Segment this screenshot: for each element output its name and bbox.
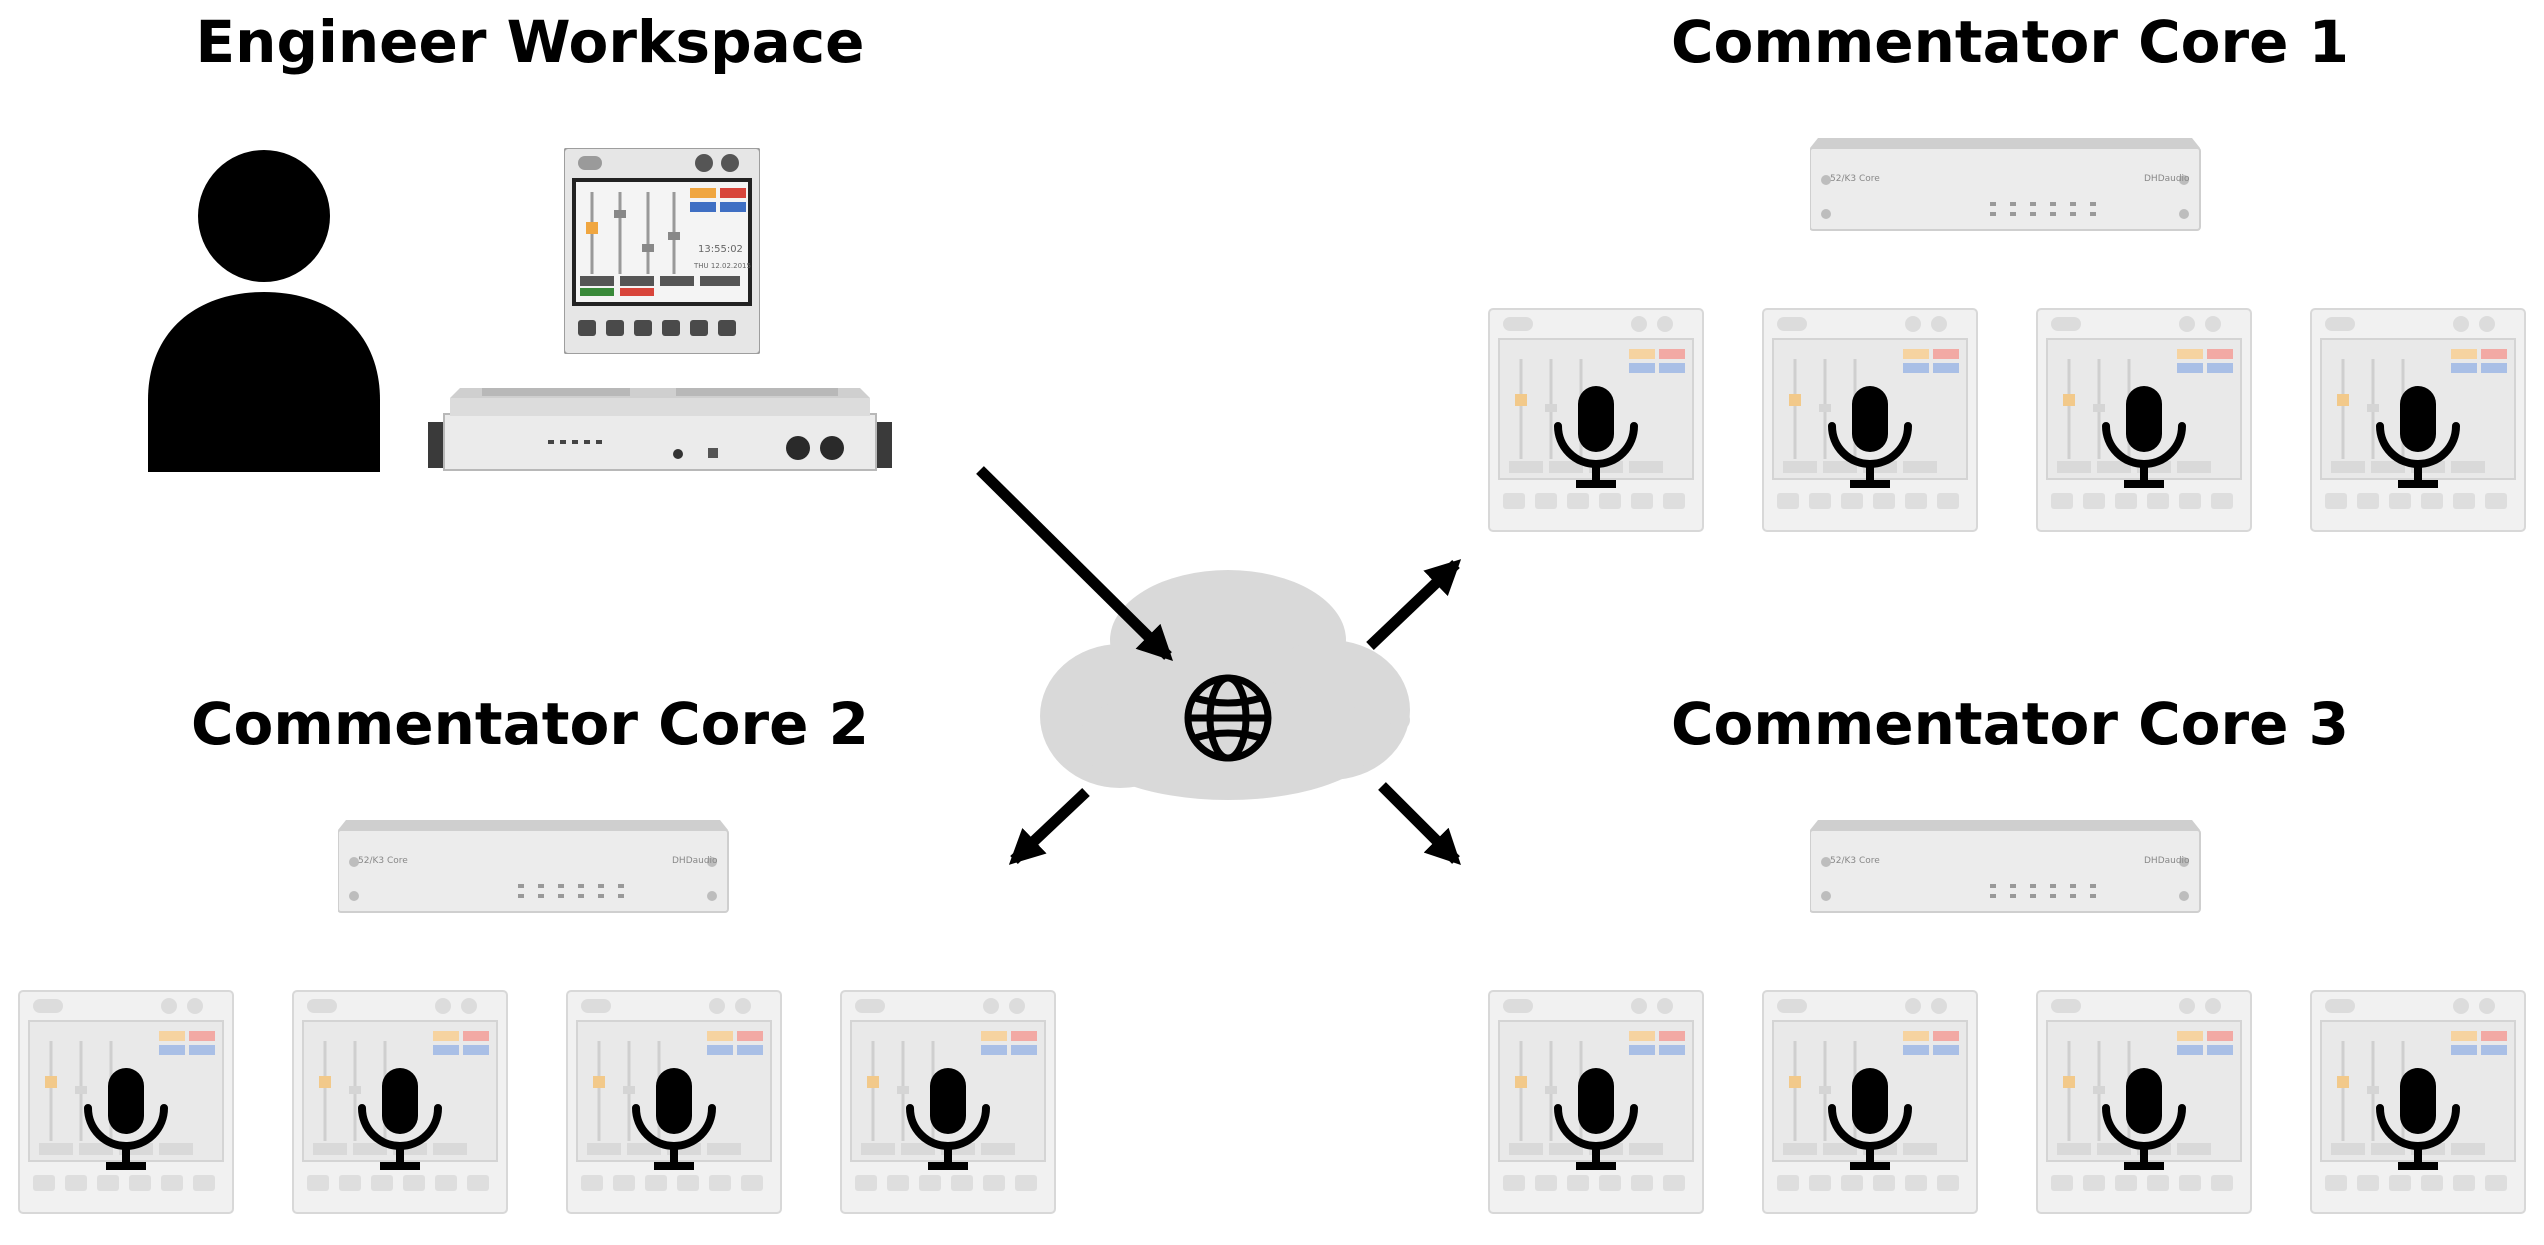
arrow-engineer-to-cloud: [976, 466, 1174, 661]
commentator-core-2-title: Commentator Core 2: [190, 690, 870, 758]
person-icon: [148, 150, 380, 472]
engineer-panel-date: THU 12.02.2015: [694, 262, 751, 270]
core-1-box-brand: DHDaudio: [2144, 174, 2190, 184]
engineer-workspace: 13:55:02 THU 12.02.2015: [0, 0, 1000, 500]
commentator-core-3-title: Commentator Core 3: [1670, 690, 2350, 758]
arrow-cloud-to-core-2: [1008, 788, 1090, 865]
core-2-box-brand: DHDaudio: [672, 856, 718, 866]
core-2-box-label: 52/K3 Core: [358, 856, 408, 866]
engineer-panel-clock: 13:55:02: [698, 244, 743, 255]
engineer-touch-panel: [564, 148, 760, 354]
engineer-workspace-title: Engineer Workspace: [195, 8, 865, 76]
globe-icon: [1184, 674, 1272, 762]
core-3-box-brand: DHDaudio: [2144, 856, 2190, 866]
core-1-box-label: 52/K3 Core: [1830, 174, 1880, 184]
commentator-core-1-title: Commentator Core 1: [1670, 8, 2350, 76]
arrow-cloud-to-core-3: [1378, 782, 1461, 865]
cloud-icon: [1040, 570, 1410, 800]
engineer-rack-unit: [428, 388, 892, 471]
arrow-cloud-to-core-1: [1366, 559, 1462, 650]
core-3-box-label: 52/K3 Core: [1830, 856, 1880, 866]
